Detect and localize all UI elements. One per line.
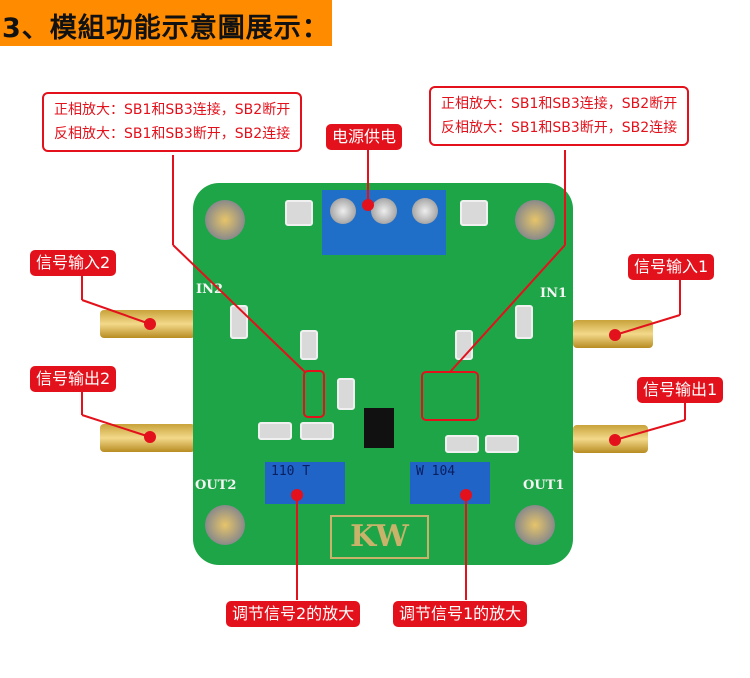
callout-right-sb-config: 正相放大：SB1和SB3连接，SB2断开 反相放大：SB1和SB3断开，SB2连… <box>429 86 690 146</box>
kw-logo: KW <box>330 515 429 559</box>
mount-post <box>515 505 555 545</box>
section-title: 3、模組功能示意圖展示： <box>2 13 330 44</box>
pot2-marking: 110 T <box>271 464 311 479</box>
potentiometer-2[interactable]: 110 T <box>265 462 345 504</box>
adjust-gain-1-label: 调节信号1的放大 <box>393 601 528 627</box>
power-terminal <box>322 190 446 255</box>
callout-left-sb-config: 正相放大：SB1和SB3连接，SB2断开 反相放大：SB1和SB3断开，SB2连… <box>42 92 303 152</box>
power-supply-label: 电源供电 <box>326 124 403 150</box>
callout-right-line1: 正相放大：SB1和SB3连接，SB2断开 <box>441 96 678 112</box>
silk-out1: OUT1 <box>523 478 565 493</box>
signal-input-2-label: 信号输入2 <box>30 250 117 276</box>
op-amp-chip <box>364 408 394 448</box>
signal-output-2-label: 信号输出2 <box>30 366 117 392</box>
section-header: 3、模組功能示意圖展示： <box>0 0 332 46</box>
callout-right-line2: 反相放大：SB1和SB3断开，SB2连接 <box>441 120 678 136</box>
adjust-gain-2-label: 调节信号2的放大 <box>226 601 361 627</box>
mount-post <box>205 200 245 240</box>
mount-post <box>205 505 245 545</box>
signal-output-1-label: 信号输出1 <box>637 377 724 403</box>
callout-left-line1: 正相放大：SB1和SB3连接，SB2断开 <box>54 102 291 118</box>
silk-in1: IN1 <box>540 286 568 301</box>
pot1-marking: W 104 <box>416 464 456 479</box>
mount-post <box>515 200 555 240</box>
callout-left-line2: 反相放大：SB1和SB3断开，SB2连接 <box>54 126 291 142</box>
silk-out2: OUT2 <box>195 478 237 493</box>
potentiometer-1[interactable]: W 104 <box>410 462 490 504</box>
highlight-sb-left <box>303 370 325 418</box>
signal-input-1-label: 信号输入1 <box>628 254 715 280</box>
